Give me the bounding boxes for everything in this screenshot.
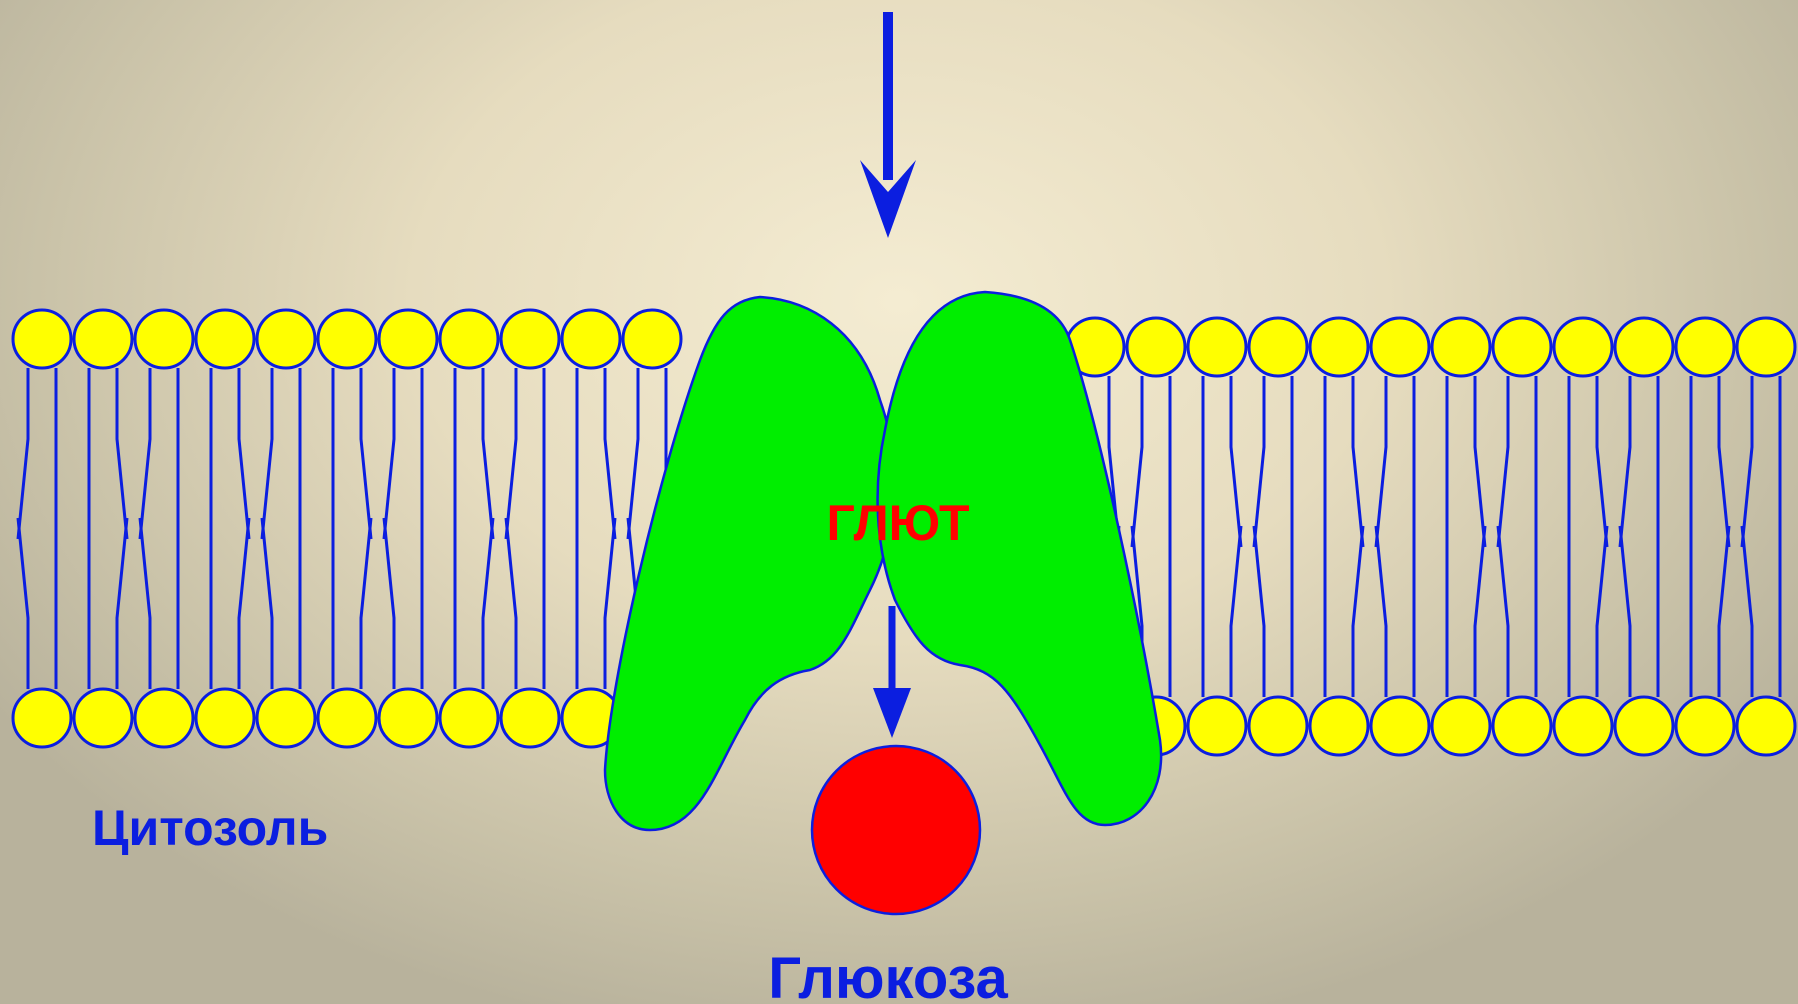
lipid-head bbox=[1737, 697, 1795, 755]
lipid-head bbox=[1310, 318, 1368, 376]
lipid-tail bbox=[1254, 526, 1264, 697]
lipid-head bbox=[1676, 697, 1734, 755]
lipid-head bbox=[1493, 318, 1551, 376]
lipid-tail bbox=[384, 518, 394, 689]
lipid-tail bbox=[239, 368, 249, 539]
lipid-head bbox=[196, 310, 254, 368]
glucose-molecule bbox=[812, 746, 980, 914]
lipid-tail bbox=[605, 368, 615, 539]
lipid-head bbox=[257, 689, 315, 747]
lipid-tail bbox=[1353, 526, 1363, 697]
lipid-head bbox=[1676, 318, 1734, 376]
lipid-head bbox=[1493, 697, 1551, 755]
lipid-tail bbox=[1597, 526, 1607, 697]
lipid-tail bbox=[605, 518, 615, 689]
lipid-head bbox=[1371, 697, 1429, 755]
lipid-tail bbox=[117, 518, 127, 689]
lipid-tail bbox=[483, 518, 493, 689]
lipid-tail bbox=[1231, 526, 1241, 697]
lipid-head bbox=[13, 310, 71, 368]
transporter-label: ГЛЮТ bbox=[826, 495, 969, 551]
lipid-head bbox=[1432, 318, 1490, 376]
lipid-tail bbox=[483, 368, 493, 539]
lipid-head bbox=[13, 689, 71, 747]
lipid-tail bbox=[1719, 526, 1729, 697]
lipid-head bbox=[1615, 697, 1673, 755]
lipid-tail bbox=[1353, 376, 1363, 547]
lipid-tail bbox=[1475, 376, 1485, 547]
lipid-tail bbox=[1620, 526, 1630, 697]
lipid-head bbox=[318, 689, 376, 747]
lipid-head bbox=[1554, 318, 1612, 376]
lipid-tail bbox=[18, 518, 28, 689]
lipid-tail bbox=[1376, 526, 1386, 697]
lipid-tail bbox=[18, 368, 28, 539]
lipid-head bbox=[562, 310, 620, 368]
lipid-tail bbox=[140, 518, 150, 689]
lipid-head bbox=[196, 689, 254, 747]
lipid-head bbox=[379, 310, 437, 368]
arrow-down-icon bbox=[860, 12, 916, 238]
lipid-head bbox=[135, 310, 193, 368]
lipid-tail bbox=[1475, 526, 1485, 697]
glucose-label: Глюкоза bbox=[768, 946, 1008, 1004]
lipid-head bbox=[1432, 697, 1490, 755]
lipid-tail bbox=[1231, 376, 1241, 547]
lipid-tail bbox=[1254, 376, 1264, 547]
lipid-tail bbox=[117, 368, 127, 539]
lipid-head bbox=[1737, 318, 1795, 376]
lipid-tail bbox=[1498, 526, 1508, 697]
lipid-head bbox=[74, 310, 132, 368]
lipid-head bbox=[1554, 697, 1612, 755]
lipid-tail bbox=[262, 518, 272, 689]
lipid-tail bbox=[506, 368, 516, 539]
lipid-tail bbox=[1376, 376, 1386, 547]
lipid-head bbox=[1615, 318, 1673, 376]
lipid-head bbox=[501, 310, 559, 368]
lipid-tail bbox=[1719, 376, 1729, 547]
cytosol-label: Цитозоль bbox=[92, 800, 328, 856]
lipid-tail bbox=[628, 368, 638, 539]
lipid-tail bbox=[262, 368, 272, 539]
lipid-tail bbox=[1498, 376, 1508, 547]
lipid-head bbox=[1188, 318, 1246, 376]
transporter-left-subunit bbox=[605, 297, 894, 830]
lipid-tail bbox=[1132, 376, 1142, 547]
lipid-tail bbox=[140, 368, 150, 539]
lipid-head bbox=[501, 689, 559, 747]
lipid-head bbox=[74, 689, 132, 747]
lipid-head bbox=[440, 689, 498, 747]
lipid-head bbox=[1127, 318, 1185, 376]
lipid-tail bbox=[1742, 526, 1752, 697]
lipid-tail bbox=[384, 368, 394, 539]
arrow-down-icon bbox=[873, 606, 911, 738]
lipid-tail bbox=[1597, 376, 1607, 547]
lipid-tail bbox=[1620, 376, 1630, 547]
lipid-head bbox=[379, 689, 437, 747]
lipid-tail bbox=[239, 518, 249, 689]
lipid-head bbox=[623, 310, 681, 368]
lipid-head bbox=[1310, 697, 1368, 755]
lipid-head bbox=[135, 689, 193, 747]
lipid-tail bbox=[361, 368, 371, 539]
lipid-head bbox=[440, 310, 498, 368]
lipid-head bbox=[1249, 318, 1307, 376]
lipid-tail bbox=[506, 518, 516, 689]
lipid-head bbox=[1371, 318, 1429, 376]
lipid-head bbox=[1188, 697, 1246, 755]
lipid-tail bbox=[1742, 376, 1752, 547]
lipid-head bbox=[257, 310, 315, 368]
lipid-head bbox=[1249, 697, 1307, 755]
lipid-head bbox=[318, 310, 376, 368]
transporter-right-subunit bbox=[878, 292, 1162, 825]
lipid-tail bbox=[361, 518, 371, 689]
